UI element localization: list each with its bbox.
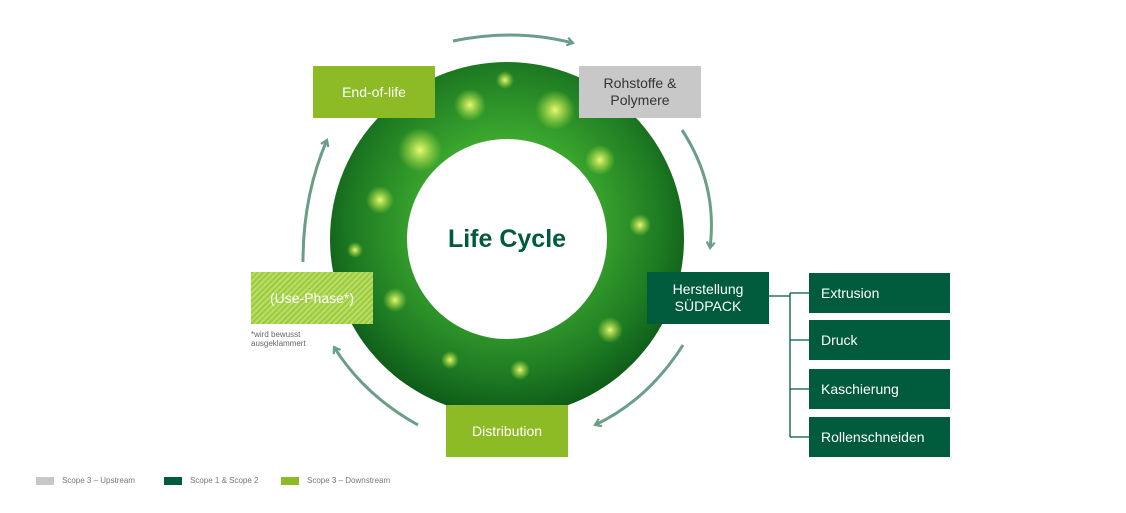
legend-swatch-dark-green (164, 476, 182, 485)
arrow-left (301, 138, 330, 263)
center-circle (407, 139, 607, 339)
stage-distribution: Distribution (446, 405, 568, 457)
step-druck: Druck (809, 320, 950, 360)
ring-bokeh-decoration (347, 71, 651, 380)
stage-manufacturing: Herstellung SÜDPACK (647, 272, 769, 324)
legend-downstream: Scope 3 – Downstream (281, 476, 390, 485)
arrow-right (680, 129, 716, 250)
footnote-line1: *wird bewusst (251, 330, 301, 339)
stage-raw-materials: Rohstoffe & Polymere (579, 66, 701, 118)
step-extrusion: Extrusion (809, 273, 950, 313)
legend-swatch-lime (281, 476, 299, 485)
legend-label: Scope 1 & Scope 2 (190, 476, 259, 485)
legend-label: Scope 3 – Downstream (307, 476, 391, 485)
stage-manufacturing-line2: SÜDPACK (674, 298, 742, 314)
step-kaschierung: Kaschierung (809, 369, 950, 409)
arrow-top (452, 33, 575, 47)
step-rollenschneiden: Rollenschneiden (809, 417, 950, 457)
arrow-bottom-right (593, 344, 685, 428)
stage-use-phase: (Use-Phase*) (251, 272, 373, 324)
stage-raw-materials-line2: Polymere (610, 92, 670, 108)
footnote: *wird bewusst ausgeklammert (251, 330, 306, 348)
legend-swatch-gray (36, 476, 54, 485)
arrow-bottom-left (332, 345, 419, 427)
footnote-line2: ausgeklammert (251, 339, 306, 348)
center-title: Life Cycle (447, 224, 567, 253)
legend-label: Scope 3 – Upstream (62, 476, 135, 485)
stage-raw-materials-line1: Rohstoffe & (603, 75, 677, 91)
steps-connector (768, 292, 809, 438)
stage-manufacturing-line1: Herstellung (672, 281, 744, 297)
legend-scope12: Scope 1 & Scope 2 (164, 476, 259, 485)
legend-upstream: Scope 3 – Upstream (36, 476, 135, 485)
stage-end-of-life: End-of-life (313, 66, 435, 118)
